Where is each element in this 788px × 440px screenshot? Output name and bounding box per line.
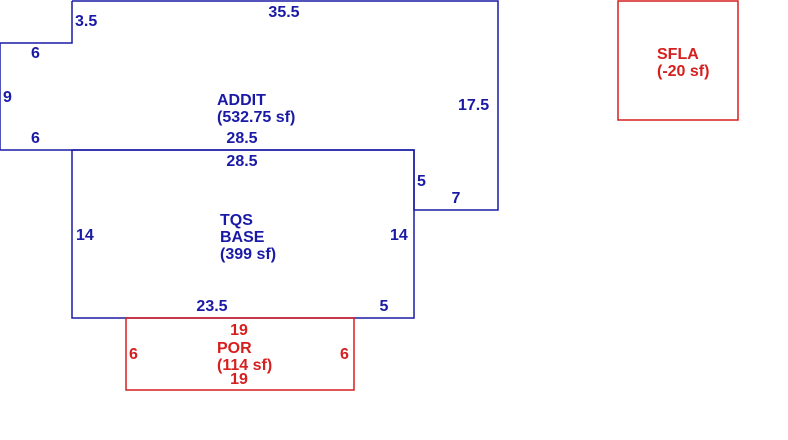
addit-dim-notch-side: 6 (31, 45, 40, 62)
base-dim-bottom: 23.5 (196, 298, 227, 315)
por-dim-right: 6 (340, 346, 349, 363)
base-dim-right: 14 (390, 227, 408, 244)
addit-name: ADDIT (217, 92, 266, 109)
sfla-outline (617, 0, 739, 121)
addit-dim-left-bottom: 6 (31, 130, 40, 147)
base-area: (399 sf) (220, 246, 276, 263)
addit-dim-step-vertical: 5 (417, 173, 426, 190)
base-dim-top: 28.5 (226, 153, 257, 170)
base-dim-bottom-right: 5 (380, 298, 389, 315)
addit-dim-top: 35.5 (268, 4, 299, 21)
base-name-line1: TQS (220, 212, 253, 229)
addit-area: (532.75 sf) (217, 109, 295, 126)
sfla-name: SFLA (657, 46, 699, 63)
por-name: POR (217, 340, 252, 357)
addit-dim-right: 17.5 (458, 97, 489, 114)
base-name-line2: BASE (220, 229, 265, 246)
base-dim-left: 14 (76, 227, 94, 244)
addit-dim-step-horizontal: 7 (452, 190, 461, 207)
por-outline (125, 317, 355, 391)
addit-dim-left: 9 (3, 89, 12, 106)
addit-dim-bottom: 28.5 (226, 130, 257, 147)
addit-dim-notch-top: 3.5 (75, 13, 97, 30)
por-dim-top: 19 (230, 322, 248, 339)
por-dim-bottom: 19 (230, 371, 248, 388)
por-area: (114 sf) (217, 357, 272, 374)
por-dim-left: 6 (129, 346, 138, 363)
sfla-area: (-20 sf) (657, 63, 709, 80)
